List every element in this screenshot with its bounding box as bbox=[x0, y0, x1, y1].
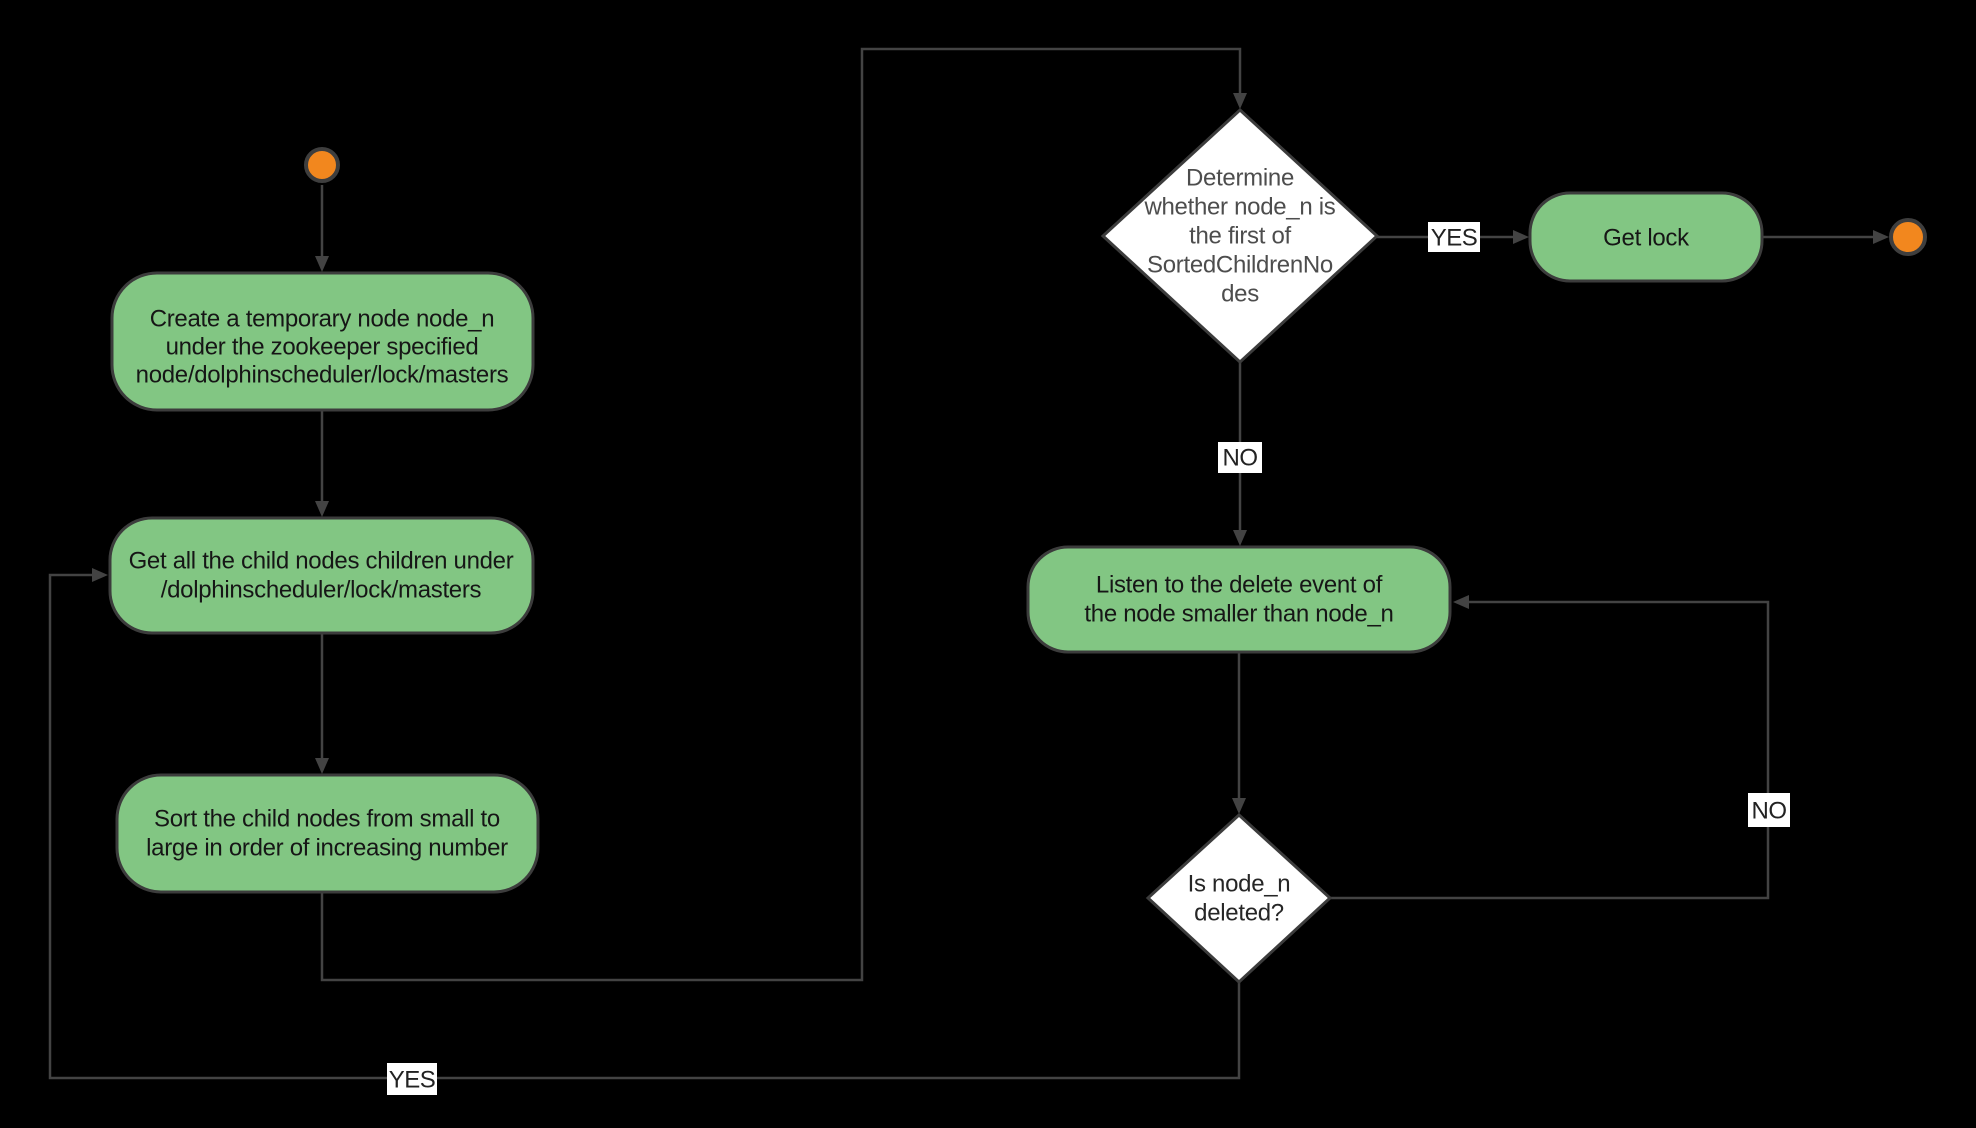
start-circle-icon bbox=[304, 147, 340, 183]
listen-delete-box: Listen to the delete event of the node s… bbox=[1026, 545, 1452, 654]
arrowhead-down-icon bbox=[1233, 530, 1247, 546]
arrowhead-right-icon bbox=[1873, 230, 1889, 244]
arrowhead-right-icon bbox=[92, 568, 108, 582]
create-temp-node-line2: under the zookeeper specified bbox=[166, 334, 479, 361]
yes-label-bg bbox=[387, 1063, 437, 1095]
deleted-check-yes-label: YES bbox=[387, 1063, 437, 1095]
no-label-bg bbox=[1748, 793, 1790, 827]
create-temp-node-line3: node/dolphinscheduler/lock/masters bbox=[136, 362, 509, 389]
edge-deletedcheck-yes-to-getchildren bbox=[48, 573, 1241, 1080]
first-check-line1: Determine bbox=[1186, 165, 1294, 192]
get-children-line2: /dolphinscheduler/lock/masters bbox=[161, 577, 482, 604]
edge-sort-to-firstcheck bbox=[320, 47, 1242, 982]
sort-children-box: Sort the child nodes from small to large… bbox=[115, 773, 540, 894]
yes-label-text: YES bbox=[389, 1067, 436, 1094]
first-check-line4: SortedChildrenNo bbox=[1147, 252, 1333, 279]
arrowhead-right-icon bbox=[1513, 230, 1529, 244]
arrowhead-down-icon bbox=[1233, 93, 1247, 109]
get-lock-label: Get lock bbox=[1603, 225, 1690, 252]
listen-delete-line2: the node smaller than node_n bbox=[1084, 601, 1393, 628]
end-circle-icon bbox=[1889, 218, 1927, 256]
create-temp-node-box: Create a temporary node node_n under the… bbox=[110, 271, 535, 412]
deleted-check-line2: deleted? bbox=[1194, 900, 1284, 927]
edges bbox=[48, 47, 1889, 1080]
get-children-box: Get all the child nodes children under /… bbox=[108, 516, 535, 635]
create-temp-node-shape bbox=[110, 271, 535, 412]
node-deleted-decision: Is node_n deleted? bbox=[1145, 812, 1333, 985]
listen-delete-shape bbox=[1026, 545, 1452, 654]
arrowhead-down-icon bbox=[1232, 798, 1246, 814]
deleted-check-no-label: NO bbox=[1748, 793, 1790, 827]
end-node bbox=[1889, 218, 1927, 256]
edge-deletedcheck-no-to-listen bbox=[1330, 600, 1770, 900]
deleted-check-line1: Is node_n bbox=[1188, 871, 1291, 898]
get-children-shape bbox=[108, 516, 535, 635]
get-children-line1: Get all the child nodes children under bbox=[129, 548, 514, 575]
get-lock-box: Get lock bbox=[1528, 191, 1764, 283]
first-check-no-label: NO bbox=[1218, 442, 1262, 473]
node-deleted-diamond bbox=[1145, 812, 1333, 985]
no-label-text: NO bbox=[1223, 445, 1258, 472]
yes-label-bg bbox=[1428, 222, 1480, 252]
first-check-line3: the first of bbox=[1189, 223, 1291, 250]
no-label-text: NO bbox=[1752, 798, 1787, 825]
sort-children-line1: Sort the child nodes from small to bbox=[154, 806, 500, 833]
arrowhead-down-icon bbox=[315, 256, 329, 272]
arrowhead-left-icon bbox=[1453, 595, 1469, 609]
start-node bbox=[304, 147, 340, 183]
no-label-bg bbox=[1218, 442, 1262, 473]
arrowhead-down-icon bbox=[315, 501, 329, 517]
first-check-yes-label: YES bbox=[1428, 222, 1480, 252]
first-check-line2: whether node_n is bbox=[1143, 194, 1335, 221]
create-temp-node-line1: Create a temporary node node_n bbox=[150, 306, 495, 333]
sort-children-line2: large in order of increasing number bbox=[146, 835, 508, 862]
listen-delete-line1: Listen to the delete event of bbox=[1096, 572, 1383, 599]
first-of-sorted-diamond bbox=[1100, 107, 1380, 365]
first-check-line5: des bbox=[1221, 281, 1259, 308]
get-lock-shape bbox=[1528, 191, 1764, 283]
first-of-sorted-decision: Determine whether node_n is the first of… bbox=[1100, 107, 1380, 365]
yes-label-text: YES bbox=[1431, 225, 1478, 252]
arrowhead-down-icon bbox=[315, 758, 329, 774]
sort-children-shape bbox=[115, 773, 540, 894]
